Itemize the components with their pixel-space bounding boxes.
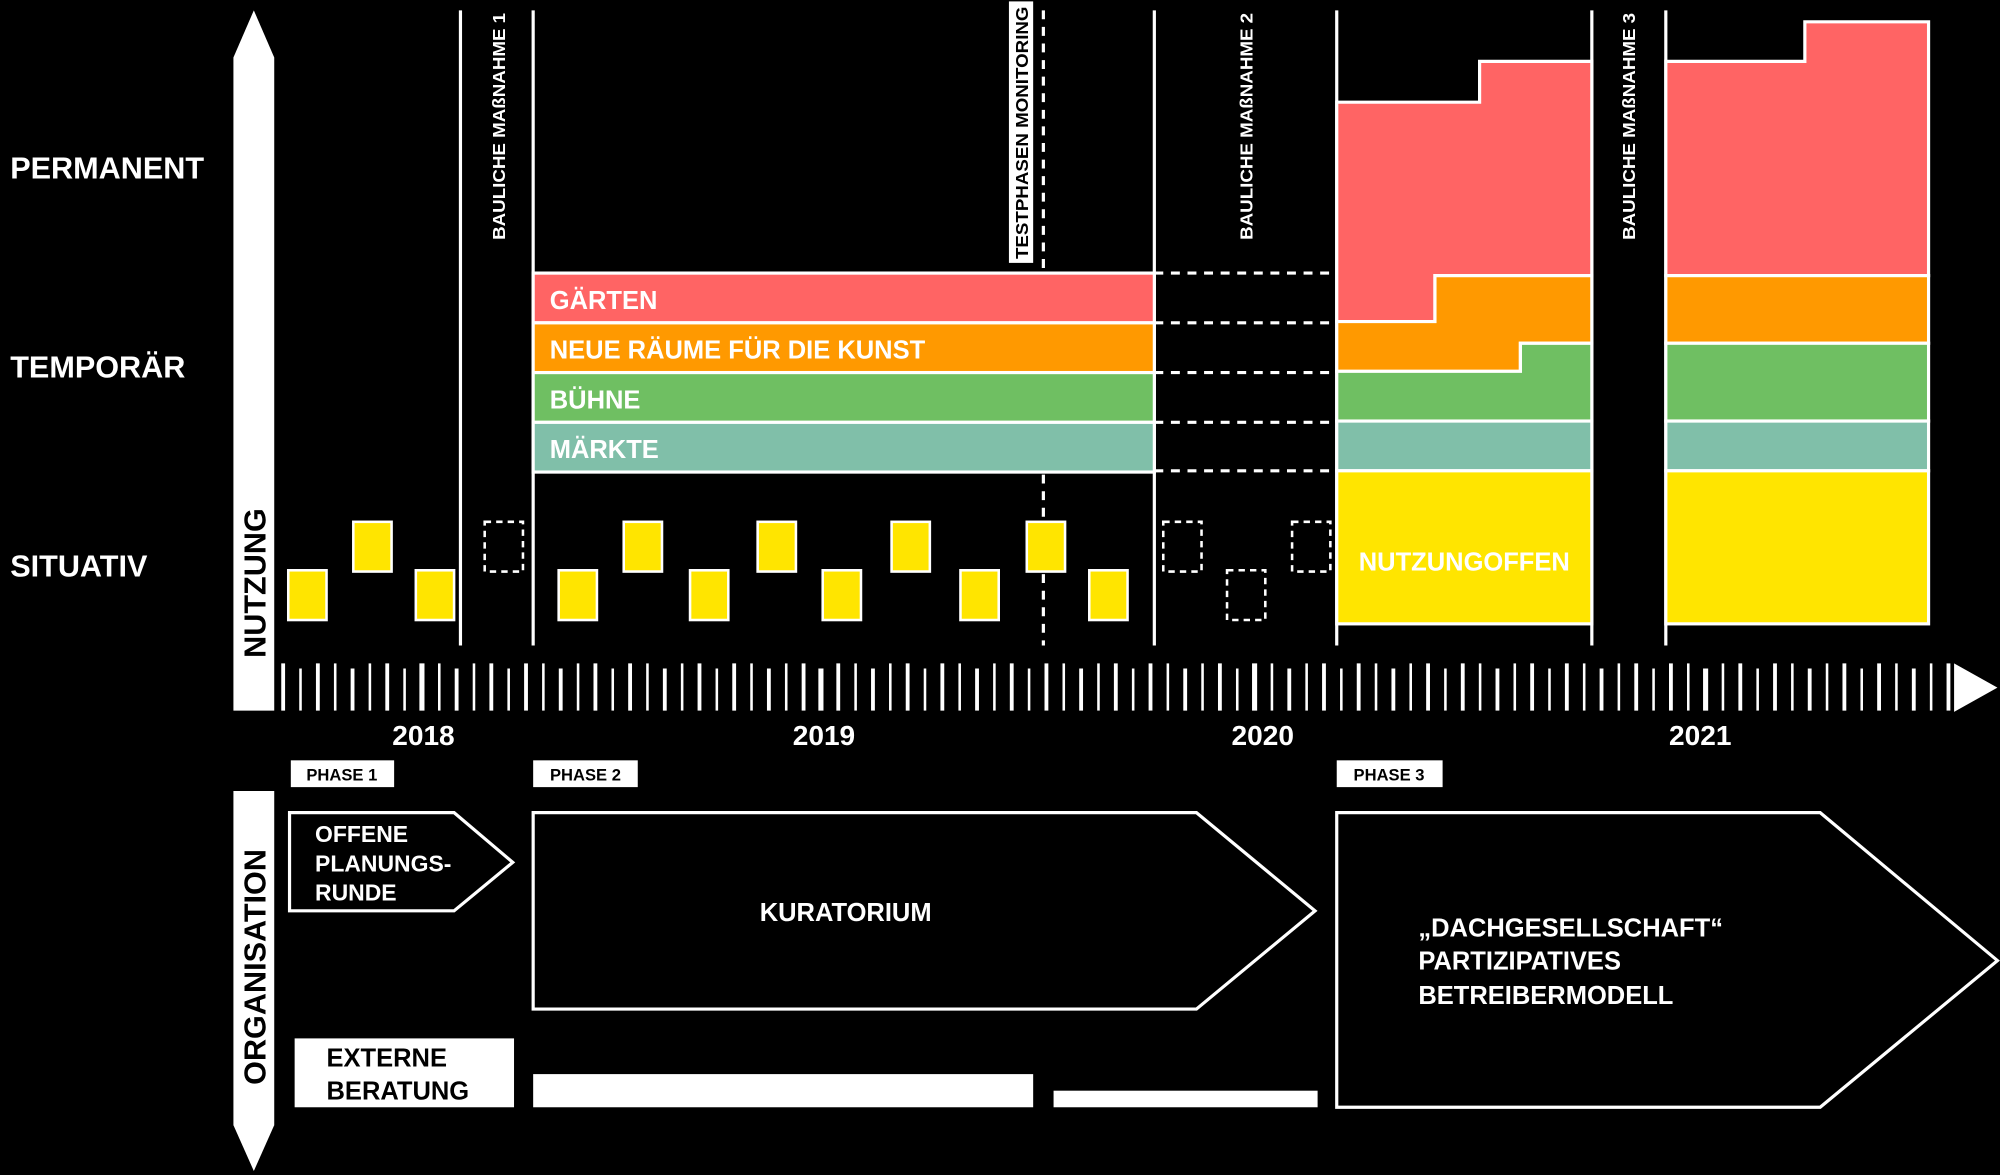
- phase3-label: PHASE 3: [1354, 766, 1425, 785]
- stage-area: [1664, 341, 1931, 423]
- event-square: [688, 569, 730, 622]
- year-label-2019: 2019: [793, 720, 855, 751]
- bar-label: MÄRKTE: [550, 436, 659, 464]
- event-square: [821, 569, 863, 622]
- dachgesellschaft-line1: „DACHGESELLSCHAFT“: [1418, 914, 1723, 942]
- organisation-axis-label: ORGANISATION: [238, 849, 272, 1085]
- planungsrunde-line1: OFFENE: [315, 821, 408, 847]
- kuratorium-label: KURATORIUM: [760, 899, 932, 927]
- event-square: [286, 569, 328, 622]
- level-situativ: SITUATIV: [10, 550, 148, 584]
- event-square: [1088, 569, 1129, 622]
- bar-connectors: [1154, 271, 1337, 473]
- dachgesellschaft-pentagon: [1335, 811, 2000, 1109]
- marker-bauliche-massnahme-1: BAULICHE MAßNAHME 1: [489, 13, 509, 240]
- nutzung-axis-label: NUTZUNG: [238, 508, 272, 658]
- year-label-2018: 2018: [392, 720, 454, 751]
- beratung-bar-transition: [1053, 1090, 1318, 1108]
- phase1-label: PHASE 1: [306, 766, 377, 785]
- open-use-area: [1664, 469, 1931, 626]
- event-square: [414, 569, 456, 622]
- situational-events: [286, 520, 1332, 622]
- markets-area: [1335, 419, 1594, 473]
- event-square: [890, 520, 932, 573]
- phase3-tag: [1336, 760, 1443, 788]
- temporary-use-bars: GÄRTEN NEUE RÄUME FÜR DIE KUNST BÜHNE MÄRKT…: [531, 271, 1156, 474]
- planungsrunde-pentagon: [287, 811, 516, 913]
- timeline-arrowhead-icon: [1954, 663, 1998, 712]
- planned-event-square: [1161, 520, 1203, 573]
- externe-beratung-line2: BERATUNG: [327, 1078, 470, 1106]
- kuratorium-pentagon: [531, 811, 1318, 1011]
- phase3-use-block: NUTZUNGOFFEN: [1335, 59, 1594, 626]
- bar-label: NEUE RÄUME FÜR DIE KUNST: [550, 336, 926, 365]
- marker-testphasen-monitoring: TESTPHASEN MONITORING: [1012, 7, 1032, 260]
- dachgesellschaft-line2: PARTIZIPATIVES: [1418, 948, 1621, 976]
- markets-area: [1664, 419, 1931, 473]
- year-label-2020: 2020: [1232, 720, 1294, 751]
- timeline-ticks: [281, 663, 1951, 711]
- permanent-area: [1664, 20, 1931, 278]
- phase2-tag: [533, 760, 638, 788]
- level-permanent: PERMANENT: [10, 152, 204, 186]
- bar-3: [531, 420, 1156, 474]
- bar-2: [531, 370, 1156, 424]
- bar-label: GÄRTEN: [550, 287, 658, 315]
- dachgesellschaft-line3: BETREIBERMODELL: [1418, 982, 1673, 1010]
- planned-event-square: [1290, 520, 1332, 573]
- year-label-2021: 2021: [1669, 720, 1731, 751]
- event-square: [1025, 520, 1067, 573]
- nutzung-axis-arrow: [233, 10, 275, 711]
- marker-bauliche-massnahme-2: BAULICHE MAßNAHME 2: [1237, 13, 1257, 240]
- art-spaces-area: [1664, 274, 1931, 345]
- phase2-label: PHASE 2: [550, 766, 621, 785]
- phase1-tag: [290, 760, 395, 788]
- marker-bauliche-massnahme-3: BAULICHE MAßNAHME 3: [1619, 13, 1639, 240]
- event-square: [352, 520, 393, 573]
- event-square: [756, 520, 798, 573]
- planned-event-square: [1225, 569, 1267, 622]
- externe-beratung-line1: EXTERNE: [327, 1044, 447, 1072]
- organisation-axis-arrow: [233, 790, 275, 1172]
- level-temporaer: TEMPORÄR: [10, 351, 185, 385]
- event-square: [959, 569, 1000, 622]
- externe-beratung-box: [294, 1038, 515, 1108]
- bar-0: [531, 271, 1156, 325]
- year2021-use-block: [1664, 20, 1931, 626]
- planungsrunde-line2: PLANUNGS-: [315, 850, 451, 876]
- planungsrunde-line3: RUNDE: [315, 880, 397, 906]
- beratung-bar-phase2: [533, 1074, 1034, 1108]
- open-use-label: NUTZUNGOFFEN: [1359, 548, 1570, 576]
- event-square: [622, 520, 664, 573]
- bar-label: BÜHNE: [550, 385, 641, 414]
- planned-event-square: [483, 520, 525, 573]
- open-use-area: [1335, 469, 1594, 626]
- testphasen-label-box: [1008, 1, 1034, 263]
- event-square: [557, 569, 599, 622]
